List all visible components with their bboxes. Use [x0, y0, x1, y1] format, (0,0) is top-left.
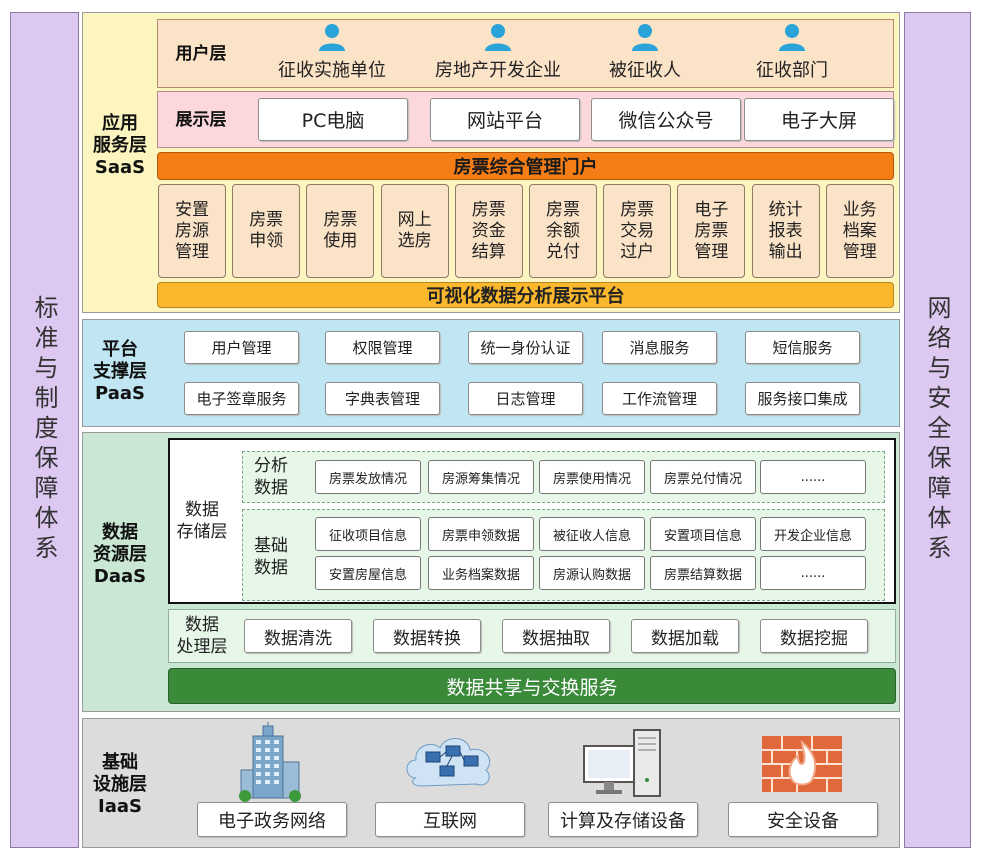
- function-item: 房票 交易 过户: [603, 184, 672, 278]
- function-item: 房票 申领: [232, 184, 301, 278]
- processing-item: 数据挖掘: [760, 619, 868, 653]
- processing-item: 数据抽取: [502, 619, 610, 653]
- internet-cloud-icon: [406, 738, 491, 787]
- analysis-data-item: 房票使用情况: [539, 460, 645, 494]
- base-data-item: 房源认购数据: [539, 556, 645, 590]
- daas-label: 数据 资源层 DaaS: [93, 522, 147, 587]
- paas-label: 平台 支撑层 PaaS: [93, 339, 147, 404]
- paas-service: 用户管理: [184, 331, 299, 364]
- paas-service: 短信服务: [745, 331, 860, 364]
- user-label: 被征收人: [609, 60, 681, 81]
- function-item: 业务 档案 管理: [825, 184, 894, 278]
- base-data-item: 开发企业信息: [760, 517, 866, 551]
- analysis-data-item: 房票兑付情况: [650, 460, 756, 494]
- user-icon: [779, 24, 805, 51]
- firewall-icon: [762, 736, 842, 792]
- function-item: 统计 报表 输出: [751, 184, 820, 278]
- user-label: 征收部门: [756, 60, 828, 81]
- user-label: 征收实施单位: [278, 60, 386, 81]
- base-data-item: 业务档案数据: [428, 556, 534, 590]
- analysis-data-item: 房源筹集情况: [428, 460, 534, 494]
- processing-item: 数据加载: [631, 619, 739, 653]
- iaas-item: 安全设备: [728, 802, 878, 837]
- base-data-label: 基础 数据: [254, 536, 288, 578]
- paas-service: 消息服务: [602, 331, 717, 364]
- analysis-data-label: 分析 数据: [254, 456, 288, 498]
- user-icon: [632, 24, 658, 51]
- base-data-item: 房票申领数据: [428, 517, 534, 551]
- left-side-label: 标准与制度保障体系: [30, 295, 58, 565]
- display-item: 电子大屏: [744, 98, 894, 141]
- iaas-item: 电子政务网络: [197, 802, 347, 837]
- right-side-panel: 网络与安全保障体系: [904, 12, 971, 848]
- portal-bar: 房票综合管理门户: [157, 152, 894, 180]
- base-data-item: 安置房屋信息: [315, 556, 421, 590]
- function-item: 安置 房源 管理: [158, 184, 226, 278]
- paas-service: 权限管理: [325, 331, 440, 364]
- paas-service: 日志管理: [468, 382, 583, 415]
- user-label: 房地产开发企业: [435, 60, 561, 81]
- user-icon: [319, 24, 345, 51]
- right-side-label: 网络与安全保障体系: [923, 295, 951, 565]
- base-data-item: 安置项目信息: [650, 517, 756, 551]
- function-item: 电子 房票 管理: [677, 184, 746, 278]
- display-item: 网站平台: [430, 98, 580, 141]
- paas-service: 统一身份认证: [468, 331, 583, 364]
- iaas-label: 基础 设施层 IaaS: [93, 752, 147, 817]
- computer-server-icon: [583, 729, 661, 797]
- base-data-item: ......: [760, 556, 866, 590]
- display-item: PC电脑: [258, 98, 408, 141]
- saas-label: 应用 服务层 SaaS: [93, 113, 147, 178]
- base-data-item: 房票结算数据: [650, 556, 756, 590]
- user-icon: [485, 24, 511, 51]
- function-item: 网上 选房: [380, 184, 449, 278]
- paas-service: 字典表管理: [325, 382, 440, 415]
- paas-service: 电子签章服务: [184, 382, 299, 415]
- base-data-item: 被征收人信息: [539, 517, 645, 551]
- display-item: 微信公众号: [591, 98, 741, 141]
- user-layer-label: 用户层: [175, 44, 227, 64]
- user-row: [157, 19, 894, 88]
- share-bar: 数据共享与交换服务: [168, 668, 896, 704]
- analysis-data-item: ......: [760, 460, 866, 494]
- iaas-item: 互联网: [375, 802, 525, 837]
- portal-label: 房票综合管理门户: [453, 157, 598, 178]
- display-layer-label: 展示层: [175, 110, 227, 130]
- share-label: 数据共享与交换服务: [446, 676, 618, 699]
- paas-service: 工作流管理: [602, 382, 717, 415]
- function-item: 房票 使用: [306, 184, 375, 278]
- processing-item: 数据清洗: [244, 619, 352, 653]
- base-data-item: 征收项目信息: [315, 517, 421, 551]
- storage-layer-label: 数据 存储层: [176, 500, 228, 542]
- function-item: 房票 余额 兑付: [529, 184, 597, 278]
- left-side-panel: 标准与制度保障体系: [10, 12, 79, 848]
- paas-service: 服务接口集成: [745, 382, 860, 415]
- processing-item: 数据转换: [373, 619, 481, 653]
- analysis-platform-label: 可视化数据分析展示平台: [426, 286, 625, 307]
- building-icon: [239, 722, 301, 802]
- analysis-platform-bar: 可视化数据分析展示平台: [157, 282, 894, 308]
- analysis-data-item: 房票发放情况: [315, 460, 421, 494]
- function-item: 房票 资金 结算: [454, 184, 523, 278]
- iaas-item: 计算及存储设备: [548, 802, 698, 837]
- processing-layer-label: 数据 处理层: [176, 615, 228, 657]
